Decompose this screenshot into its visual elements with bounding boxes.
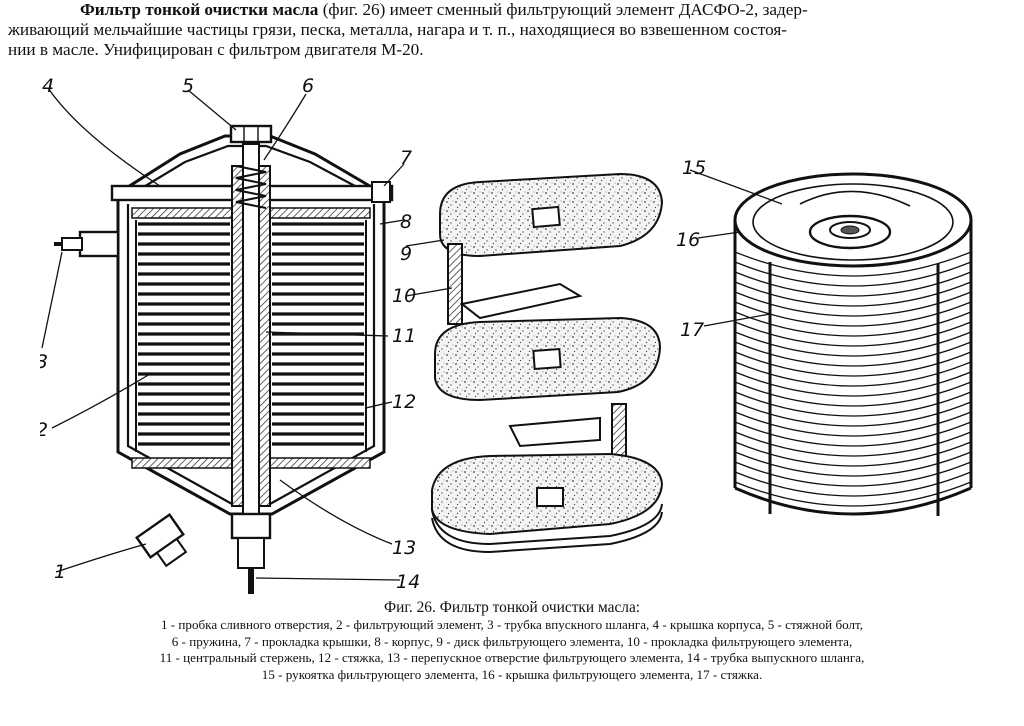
intro-paragraph: Фильтр тонкой очистки масла (фиг. 26) им…	[8, 0, 1016, 60]
callout-9: 9	[400, 243, 412, 265]
figure-caption: Фиг. 26. Фильтр тонкой очистки масла: 1 …	[0, 599, 1024, 683]
callout-11: 11	[392, 325, 416, 347]
callout-1: 1	[54, 561, 66, 583]
callout-7: 7	[400, 147, 412, 169]
filter-element-drawing	[733, 172, 973, 516]
caption-line: 11 - центральный стержень, 12 - стяжка, …	[159, 650, 865, 665]
callout-10: 10	[392, 285, 416, 307]
callout-8: 8	[400, 211, 412, 233]
filter-section-drawing	[54, 124, 394, 594]
callout-15: 15	[682, 157, 706, 179]
callout-13: 13	[392, 537, 416, 559]
exploded-discs-drawing	[431, 172, 664, 554]
caption-line: 15 - рукоятка фильтрующего элемента, 16 …	[261, 666, 763, 682]
callout-17: 17	[680, 319, 704, 341]
intro-line-1-rest: (фиг. 26) имеет сменный фильтрующий элем…	[318, 0, 808, 19]
callout-leaders	[41, 87, 783, 581]
callout-14: 14	[396, 571, 420, 593]
caption-line: 6 - пружина, 7 - прокладка крышки, 8 - к…	[171, 633, 853, 649]
callout-12: 12	[392, 391, 416, 413]
intro-line-3: нии в масле. Унифицирован с фильтром дви…	[8, 40, 424, 59]
caption-title: Фиг. 26. Фильтр тонкой очистки масла:	[383, 599, 641, 616]
filter-figure: 1 2 3 4 5 6 7 8 9 10 11 12 13 14 15 16 1…	[40, 75, 973, 594]
callout-6: 6	[302, 75, 314, 97]
callout-4: 4	[42, 75, 54, 97]
caption-line: 1 - пробка сливного отверстия, 2 - фильт…	[160, 617, 864, 632]
intro-line-1: Фильтр тонкой очистки масла (фиг. 26) им…	[8, 0, 1016, 20]
intro-line-2: живающий мельчайшие частицы грязи, песка…	[8, 20, 788, 39]
callout-3: 3	[40, 351, 48, 373]
callout-2: 2	[40, 419, 48, 441]
callout-5: 5	[182, 75, 194, 97]
callout-16: 16	[676, 229, 700, 251]
intro-bold-term: Фильтр тонкой очистки масла	[80, 0, 319, 19]
callout-numbers: 1 2 3 4 5 6 7 8 9 10 11 12 13 14 15 16 1…	[40, 75, 706, 593]
